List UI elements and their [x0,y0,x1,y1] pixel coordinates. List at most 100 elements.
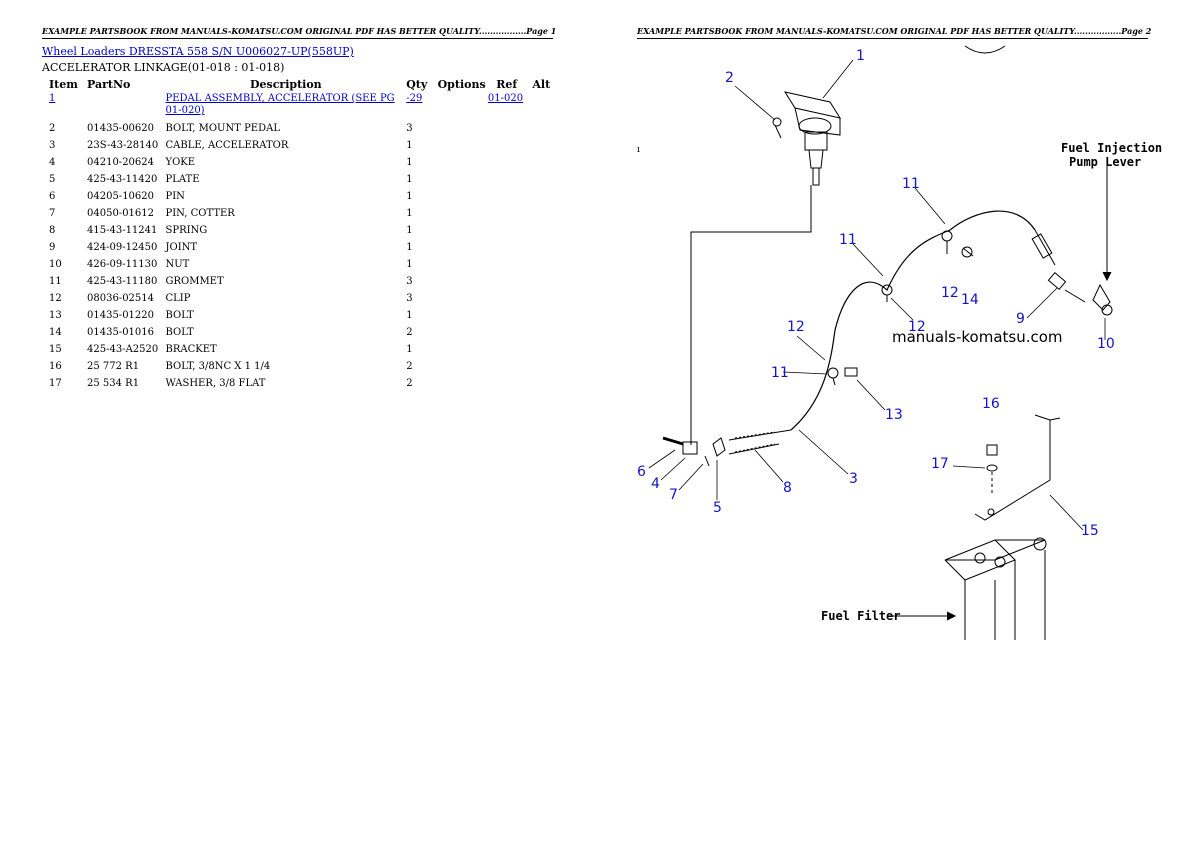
callout-4[interactable]: 4 [651,476,660,492]
item-cell: 14 [49,327,62,338]
callout-14[interactable]: 14 [961,292,979,308]
partno-cell: 04050-01612 [87,208,155,219]
callout-15[interactable]: 15 [1081,523,1099,539]
options-cell [438,93,488,123]
callout-12a[interactable]: 12 [941,285,959,301]
callout-12b[interactable]: 12 [908,319,926,335]
item-cell: 3 [49,140,56,151]
partno-cell: 415-43-11241 [87,225,158,236]
pedal-assembly-drawing [772,91,842,186]
model-link[interactable]: Wheel Loaders DRESSTA 558 S/N U006027-UP… [42,45,354,58]
callout-9[interactable]: 9 [1016,311,1025,327]
col-description: Description [249,78,322,91]
description-cell: GROMMET [165,276,224,287]
description-cell: SPRING [165,225,208,236]
partno-cell: 25 534 R1 [87,378,140,389]
item-cell: 12 [49,293,62,304]
qty-cell[interactable]: -29 [406,93,437,123]
callout-3[interactable]: 3 [849,471,858,487]
parts-diagram: Fuel Injection Pump Lever Fuel Filter ma… [637,45,1162,640]
callout-10[interactable]: 10 [1097,336,1115,352]
callout-11c[interactable]: 11 [771,365,789,381]
item-cell: 7 [49,208,56,219]
item-cell: 10 [49,259,62,270]
qty-cell: 1 [406,259,413,270]
description-cell: PIN [165,191,185,202]
page-mark: ı [637,145,640,155]
col-partno: PartNo [87,78,131,91]
col-ref: Ref [496,78,518,91]
qty-cell: 2 [406,361,413,372]
page-2: EXAMPLE PARTSBOOK FROM MANUALS-KOMATSU.C… [595,0,1190,842]
callout-5[interactable]: 5 [713,500,722,516]
item-cell: 15 [49,344,62,355]
item-link[interactable]: 1 [49,93,56,104]
qty-link[interactable]: -29 [406,93,423,104]
partno-cell: 08036-02514 [87,293,155,304]
qty-cell: 3 [406,293,413,304]
pump-lever-label: Pump Lever [1069,155,1141,169]
diagram-arc [964,45,1006,54]
partno-cell: 426-09-11130 [87,259,158,270]
partno-cell: 04205-10620 [87,191,155,202]
table-header-row: Item PartNo Description Qty Options Ref … [42,76,557,93]
description-cell[interactable]: PEDAL ASSEMBLY, ACCELERATOR (SEE PG 01-0… [165,93,406,123]
qty-cell: 1 [406,174,413,185]
description-cell: BOLT [165,327,194,338]
table-row: 1 PEDAL ASSEMBLY, ACCELERATOR (SEE PG 01… [42,93,557,123]
partno-cell: 25 772 R1 [87,361,140,372]
description-cell: BRACKET [165,344,217,355]
callout-11b[interactable]: 11 [839,232,857,248]
callout-17[interactable]: 17 [931,456,949,472]
item-cell: 9 [49,242,56,253]
page-header: EXAMPLE PARTSBOOK FROM MANUALS-KOMATSU.C… [637,24,1151,39]
qty-cell: 3 [406,276,413,287]
qty-cell: 1 [406,310,413,321]
partno-cell: 23S-43-28140 [87,140,159,151]
callout-8[interactable]: 8 [783,480,792,496]
page-1: EXAMPLE PARTSBOOK FROM MANUALS-KOMATSU.C… [42,24,557,389]
watermark-text: manuals-komatsu.com [892,328,1063,346]
qty-cell: 1 [406,242,413,253]
partno-cell: 04210-20624 [87,157,155,168]
callout-11a[interactable]: 11 [902,176,920,192]
item-cell: 11 [49,276,62,287]
item-cell: 5 [49,174,56,185]
item-cell: 17 [49,378,62,389]
ref-cell[interactable]: 01-020 [488,93,526,123]
col-alt: Alt [532,78,551,91]
callout-6[interactable]: 6 [637,464,646,480]
callout-1[interactable]: 1 [856,48,865,64]
partno-cell: 01435-00620 [87,123,155,134]
fuel-filter-label: Fuel Filter [821,609,900,623]
item-cell: 16 [49,361,62,372]
qty-cell: 2 [406,327,413,338]
callout-12c[interactable]: 12 [787,319,805,335]
callout-2[interactable]: 2 [725,70,734,86]
item-cell[interactable]: 1 [42,93,87,123]
qty-cell: 1 [406,191,413,202]
partno-cell: 425-43-11180 [87,276,158,287]
ref-link[interactable]: 01-020 [487,93,524,104]
item-cell: 2 [49,123,56,134]
description-cell: PLATE [165,174,200,185]
description-cell: YOKE [165,157,196,168]
callout-7[interactable]: 7 [669,487,678,503]
description-cell: WASHER, 3/8 FLAT [165,378,266,389]
description-cell: PIN, COTTER [165,208,235,219]
description-link[interactable]: PEDAL ASSEMBLY, ACCELERATOR (SEE PG 01-0… [165,93,395,116]
callout-16[interactable]: 16 [982,396,1000,412]
col-qty: Qty [406,78,428,91]
page-header: EXAMPLE PARTSBOOK FROM MANUALS-KOMATSU.C… [42,24,556,39]
callout-13[interactable]: 13 [885,407,903,423]
item-cell: 13 [49,310,62,321]
col-item: Item [49,78,78,91]
